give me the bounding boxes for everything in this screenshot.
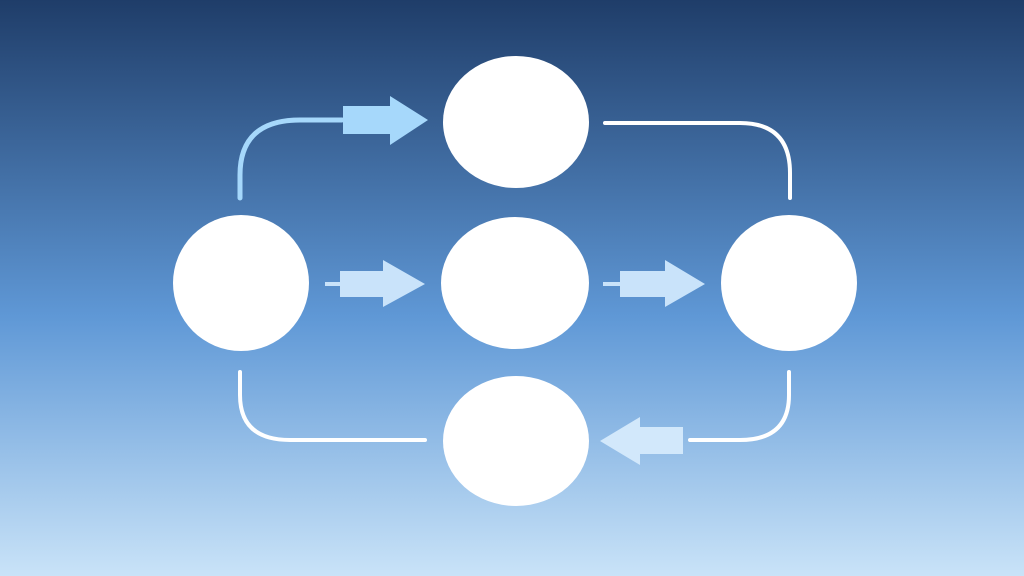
node-top <box>443 56 589 188</box>
connector-top-to-right <box>603 121 792 200</box>
connector-left-to-top <box>237 117 345 201</box>
arrow-center-to-right <box>620 260 705 307</box>
arrow-right-to-bottom <box>600 417 683 465</box>
node-right <box>721 215 857 351</box>
node-center <box>441 217 589 349</box>
connector-right-to-bottom <box>688 370 791 442</box>
connector-bottom-to-left <box>238 370 427 442</box>
node-bottom <box>443 376 589 506</box>
arrow-left-to-top <box>343 96 428 145</box>
node-left <box>173 215 309 351</box>
arrow-left-to-center <box>340 260 425 307</box>
